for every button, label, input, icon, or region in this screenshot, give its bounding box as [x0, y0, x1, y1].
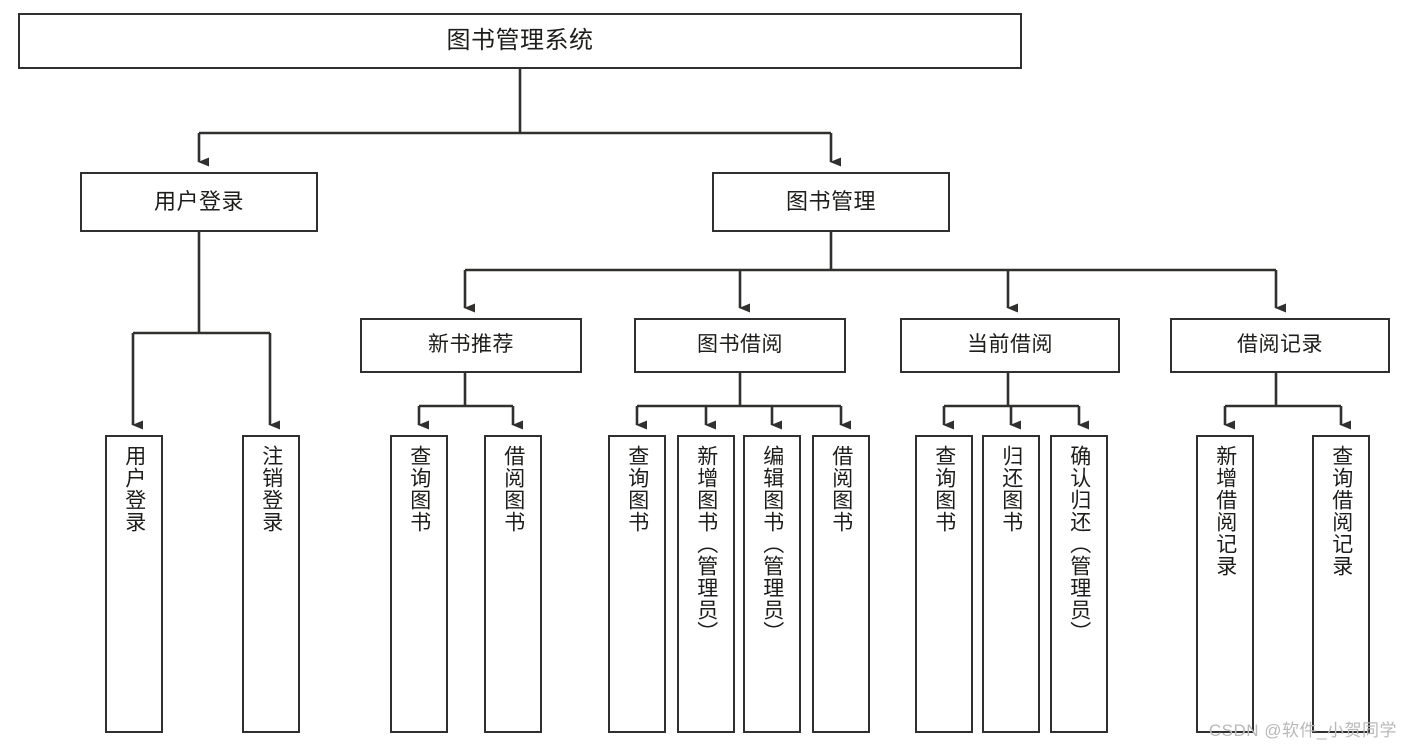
- node-leaf-query-book-2-label: 查询图书: [625, 445, 649, 533]
- node-book-management-label: 图书管理: [785, 189, 876, 215]
- node-leaf-borrow-book-2[interactable]: 借阅图书: [812, 435, 870, 733]
- node-leaf-borrow-book-2-label: 借阅图书: [829, 445, 853, 533]
- node-borrow-record-label: 借阅记录: [1237, 333, 1323, 357]
- node-leaf-logout-label: 注销登录: [259, 445, 283, 533]
- node-root-label: 图书管理系统: [446, 26, 594, 54]
- node-leaf-query-book-1-label: 查询图书: [407, 445, 431, 533]
- node-book-borrow-label: 图书借阅: [697, 333, 783, 357]
- node-borrow-record[interactable]: 借阅记录: [1170, 318, 1390, 373]
- node-leaf-edit-book[interactable]: 编辑图书（管理员）: [743, 435, 801, 733]
- node-new-book-recommend-label: 新书推荐: [428, 333, 514, 357]
- node-leaf-add-record-label: 新增借阅记录: [1213, 445, 1237, 577]
- node-leaf-query-record-label: 查询借阅记录: [1329, 445, 1353, 577]
- node-leaf-logout[interactable]: 注销登录: [242, 435, 300, 733]
- node-leaf-add-record[interactable]: 新增借阅记录: [1196, 435, 1254, 733]
- node-leaf-user-login[interactable]: 用户登录: [105, 435, 163, 733]
- node-current-borrow-label: 当前借阅: [967, 333, 1053, 357]
- node-leaf-query-book-1[interactable]: 查询图书: [390, 435, 448, 733]
- node-leaf-borrow-book-1[interactable]: 借阅图书: [484, 435, 542, 733]
- node-leaf-query-book-2[interactable]: 查询图书: [608, 435, 666, 733]
- node-book-borrow[interactable]: 图书借阅: [634, 318, 846, 373]
- node-leaf-return-book-label: 归还图书: [999, 445, 1023, 533]
- node-user-login-label: 用户登录: [153, 189, 244, 215]
- node-new-book-recommend[interactable]: 新书推荐: [360, 318, 582, 373]
- node-leaf-confirm-return-label: 确认归还（管理员）: [1067, 445, 1091, 643]
- node-leaf-query-book-3-label: 查询图书: [932, 445, 956, 533]
- node-leaf-user-login-label: 用户登录: [122, 445, 146, 533]
- node-user-login[interactable]: 用户登录: [80, 172, 318, 232]
- node-leaf-return-book[interactable]: 归还图书: [982, 435, 1040, 733]
- node-root[interactable]: 图书管理系统: [18, 13, 1022, 69]
- node-leaf-query-book-3[interactable]: 查询图书: [915, 435, 973, 733]
- node-leaf-confirm-return[interactable]: 确认归还（管理员）: [1050, 435, 1108, 733]
- node-leaf-edit-book-label: 编辑图书（管理员）: [760, 445, 784, 643]
- node-leaf-borrow-book-1-label: 借阅图书: [501, 445, 525, 533]
- node-current-borrow[interactable]: 当前借阅: [900, 318, 1120, 373]
- node-leaf-query-record[interactable]: 查询借阅记录: [1312, 435, 1370, 733]
- node-leaf-add-book-label: 新增图书（管理员）: [694, 445, 718, 643]
- watermark-text: CSDN @软件_小贺同学: [1208, 721, 1397, 740]
- node-book-management[interactable]: 图书管理: [712, 172, 950, 232]
- node-leaf-add-book[interactable]: 新增图书（管理员）: [677, 435, 735, 733]
